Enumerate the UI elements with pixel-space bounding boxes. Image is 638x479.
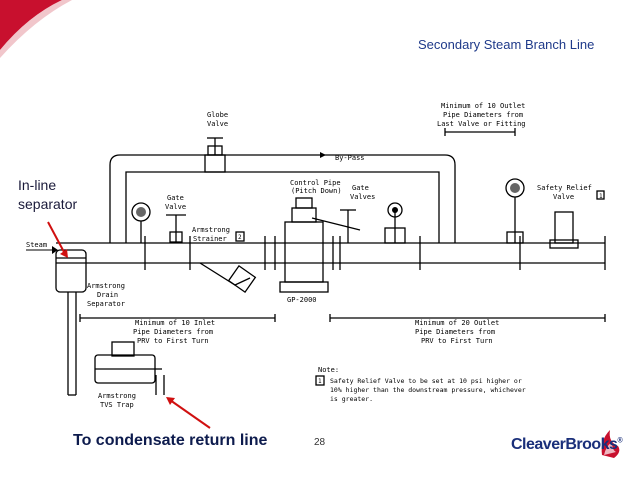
- armstrong-strainer-2: Strainer: [193, 235, 227, 243]
- min-inlet-3: PRV to First Turn: [137, 337, 209, 345]
- min-outlet-top-3: Last Valve or Fitting: [437, 120, 526, 128]
- separator-callout-line-2: separator: [18, 196, 78, 212]
- gate-valves-label-1: Gate: [352, 184, 369, 192]
- note-line-2: 10% higher than the downstream pressure,…: [330, 386, 526, 394]
- min-outlet-bottom-2: Pipe Diameters from: [415, 328, 495, 336]
- globe-valve-label-2: Valve: [207, 120, 228, 128]
- note-marker: 1: [318, 378, 322, 385]
- armstrong-separator-3: Separator: [87, 300, 125, 308]
- min-outlet-top-1: Minimum of 10 Outlet: [441, 102, 525, 110]
- steam-label: Steam: [26, 241, 47, 249]
- min-inlet-2: Pipe Diameters from: [133, 328, 213, 336]
- safety-relief-label-1: Safety Relief: [537, 184, 592, 192]
- separator-callout: In-line separator: [18, 176, 77, 214]
- gate-valve-label-1: Gate: [167, 194, 184, 202]
- brand-registered-mark: ®: [617, 437, 623, 445]
- condensate-callout: To condensate return line: [73, 432, 268, 449]
- safety-relief-label-2: Valve: [553, 193, 574, 201]
- bypass-label: By-Pass: [335, 154, 365, 162]
- corner-swoosh: [0, 0, 72, 58]
- brand-logo: CleaverBrooks®: [511, 436, 623, 454]
- tvs-trap-1: Armstrong: [98, 392, 136, 400]
- gate-valves-label-2: Valves: [350, 193, 375, 201]
- tvs-trap-2: TVS Trap: [100, 401, 134, 409]
- globe-valve-label-1: Globe: [207, 111, 228, 119]
- armstrong-strainer-1: Armstrong: [192, 226, 230, 234]
- note-title: Note:: [318, 366, 339, 374]
- slide-title: Secondary Steam Branch Line: [418, 37, 595, 52]
- brand-flame-icon: [601, 430, 620, 458]
- note-line-1: Safety Relief Valve to be set at 10 psi …: [330, 377, 522, 385]
- note-marker-safety: 1: [599, 193, 603, 200]
- brand-name: CleaverBrooks: [511, 436, 618, 453]
- separator-callout-line-1: In-line: [18, 177, 57, 193]
- gp-label: GP-2000: [287, 296, 317, 304]
- armstrong-separator-2: Drain: [97, 291, 118, 299]
- page-number: 28: [314, 437, 326, 448]
- min-inlet-1: Minimum of 10 Inlet: [135, 319, 215, 327]
- armstrong-separator-1: Armstrong: [87, 282, 125, 290]
- strainer-marker: 2: [238, 234, 242, 241]
- gate-valve-label-2: Valve: [165, 203, 186, 211]
- note-line-3: is greater.: [330, 395, 373, 403]
- min-outlet-top-2: Pipe Diameters from: [443, 111, 523, 119]
- control-pipe-label-2: (Pitch Down): [291, 187, 342, 195]
- min-outlet-bottom-3: PRV to First Turn: [421, 337, 493, 345]
- min-outlet-bottom-1: Minimum of 20 Outlet: [415, 319, 499, 327]
- control-pipe-label-1: Control Pipe: [290, 179, 341, 187]
